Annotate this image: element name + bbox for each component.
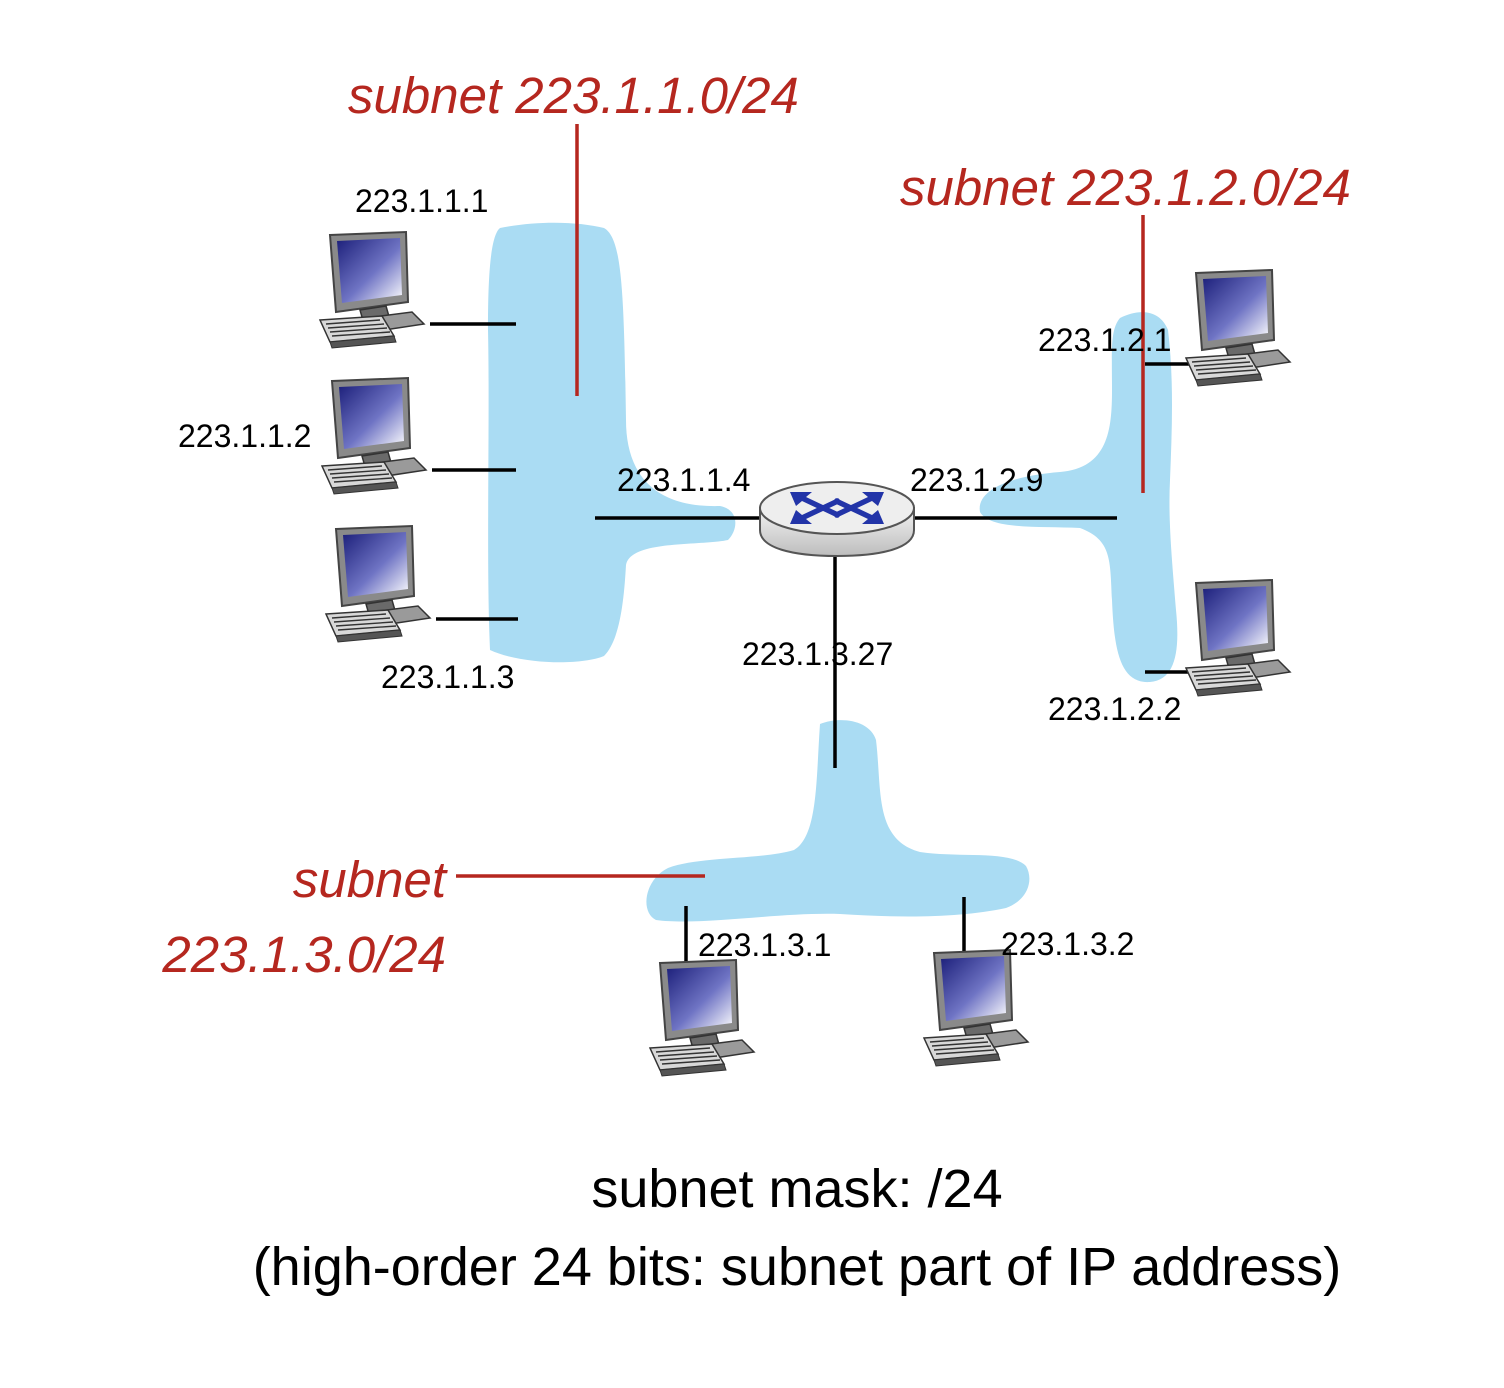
host-223-1-1-3-computer-icon: [325, 525, 431, 643]
host-ip-label: 223.1.1.1: [355, 183, 488, 219]
host-ip-label: 223.1.3.1: [698, 927, 831, 963]
router-interface-label: 223.1.1.4: [617, 462, 750, 498]
host-223-1-1-1-computer-icon: [319, 231, 425, 349]
host-ip-label: 223.1.1.3: [381, 659, 514, 695]
host-223-1-3-1-computer-icon: [649, 959, 755, 1077]
host-ip-label: 223.1.1.2: [178, 418, 311, 454]
subnet-3-label-line1: subnet: [293, 851, 448, 908]
host-223-1-1-2-computer-icon: [321, 377, 427, 495]
subnet-1-region: [488, 222, 736, 663]
router-interface-label: 223.1.2.9: [910, 462, 1043, 498]
subnet-2-label: subnet 223.1.2.0/24: [900, 159, 1351, 216]
caption-subnet-mask: subnet mask: /24: [591, 1159, 1003, 1219]
host-223-1-2-2-computer-icon: [1185, 579, 1291, 697]
router-icon: [759, 481, 915, 558]
subnet-1-label: subnet 223.1.1.0/24: [348, 67, 799, 124]
subnet-3-label-line2: 223.1.3.0/24: [161, 926, 446, 983]
router-interface-label: 223.1.3.27: [742, 636, 893, 672]
host-223-1-2-1-computer-icon: [1185, 269, 1291, 387]
subnet-3-region: [646, 720, 1030, 922]
subnet-2-region: [979, 312, 1178, 683]
caption-explanation: (high-order 24 bits: subnet part of IP a…: [252, 1237, 1342, 1297]
host-ip-label: 223.1.2.1: [1038, 322, 1171, 358]
host-ip-label: 223.1.3.2: [1001, 926, 1134, 962]
host-ip-label: 223.1.2.2: [1048, 691, 1181, 727]
host-223-1-3-2-computer-icon: [923, 949, 1029, 1067]
